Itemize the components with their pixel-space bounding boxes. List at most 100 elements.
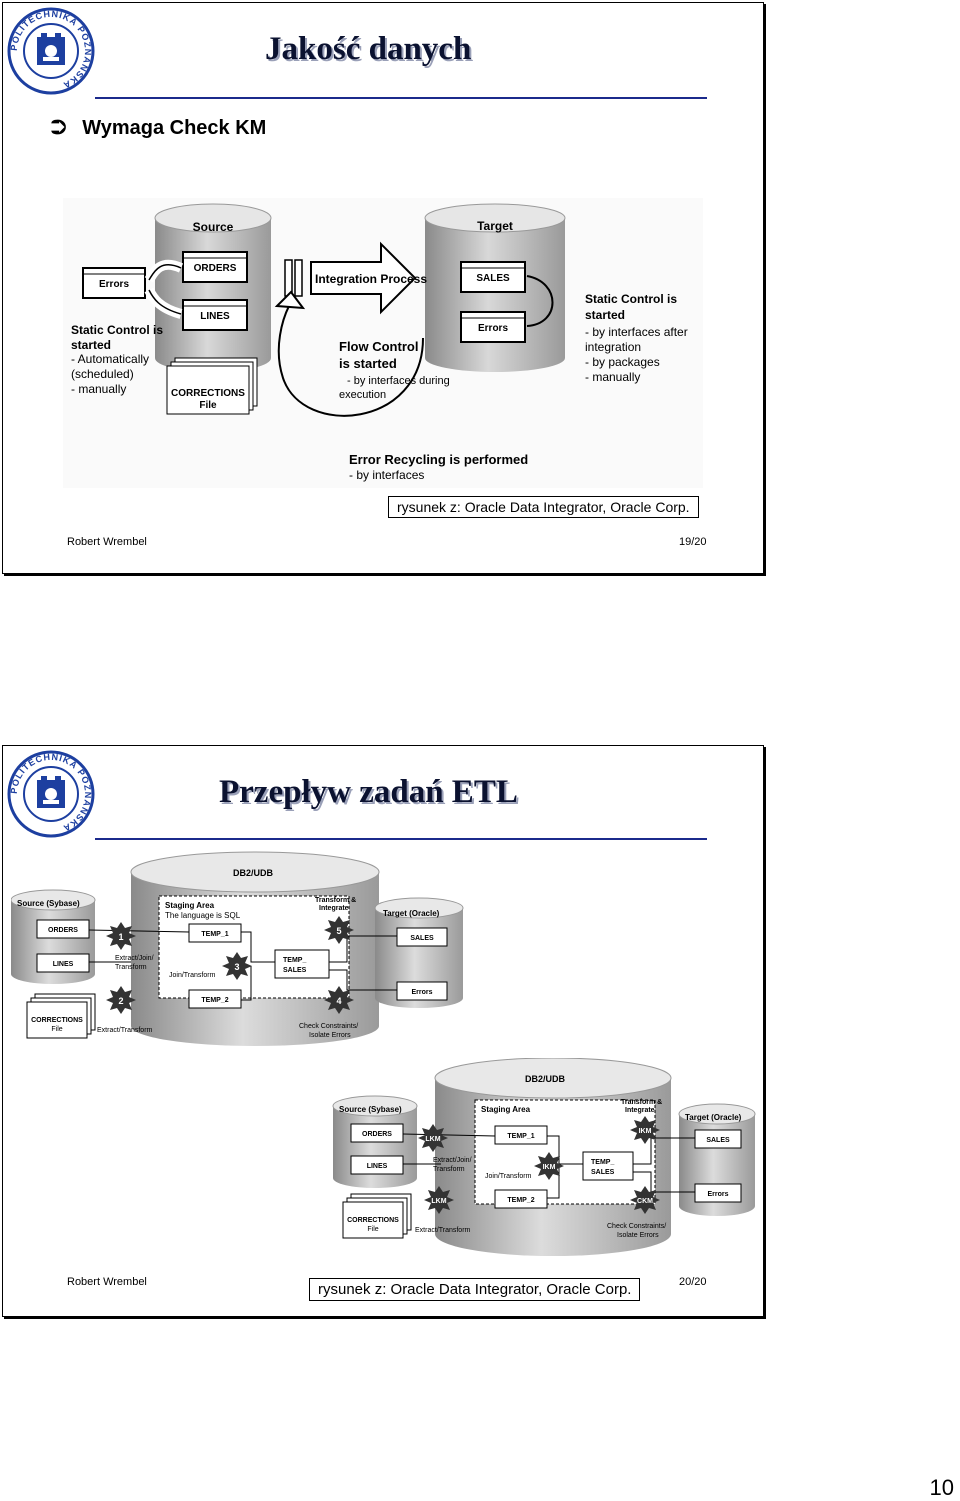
svg-text:DB2/UDB: DB2/UDB: [525, 1074, 566, 1084]
svg-text:TEMP_1: TEMP_1: [507, 1133, 534, 1140]
temp1-table: TEMP_1: [188, 923, 242, 943]
step-marker-4: 4: [324, 986, 354, 1014]
svg-text:LINES: LINES: [367, 1163, 388, 1170]
svg-text:Isolate Errors: Isolate Errors: [309, 1032, 351, 1039]
svg-text:File: File: [51, 1026, 62, 1033]
svg-text:IKM: IKM: [543, 1164, 556, 1171]
svg-text:IKM: IKM: [639, 1128, 652, 1135]
svg-text:LKM: LKM: [425, 1136, 440, 1143]
svg-text:- by interfaces during e: - by interfaces during execution: [339, 375, 453, 401]
svg-text:TEMP_2: TEMP_2: [507, 1197, 534, 1204]
svg-text:SALES: SALES: [476, 273, 510, 284]
svg-text:TEMP_1: TEMP_1: [201, 931, 228, 938]
errors-target-table: Errors: [460, 311, 526, 343]
sales-table: SALES: [694, 1129, 742, 1149]
svg-text:Transform: Transform: [433, 1166, 465, 1173]
svg-text:Extract/Transform: Extract/Transform: [415, 1227, 471, 1234]
ikm-marker-1: IKM: [534, 1152, 564, 1180]
svg-text:Target: Target: [477, 219, 513, 233]
step-marker-5: 5: [324, 916, 354, 944]
lines-table: LINES: [182, 299, 248, 331]
svg-text:Flow Control is started: Flow Control is started: [339, 339, 422, 371]
svg-text:SALES: SALES: [410, 935, 434, 942]
figure-caption: rysunek z: Oracle Data Integrator, Oracl…: [388, 496, 699, 518]
svg-text:ORDERS: ORDERS: [194, 263, 237, 274]
ikm-marker-2: IKM: [630, 1116, 660, 1144]
svg-text:- by interfaces after in: - by interfaces after integration - by p…: [585, 325, 691, 384]
check-km-diagram: Source Target ORDERS LINES Errors SALES: [63, 198, 703, 488]
bullet-item: ⮊ Wymaga Check KM: [51, 117, 266, 140]
svg-text:TEMP_: TEMP_: [591, 1159, 614, 1166]
svg-text:Source (Sybase): Source (Sybase): [339, 1105, 402, 1114]
footer-page-number: 19/20: [679, 536, 707, 548]
lkm-marker-1: LKM: [418, 1124, 448, 1152]
slide-19: POLITECHNIKA POZNAŃSKA Jakość danych ⮊Wy…: [2, 2, 764, 574]
errors-source-table: Errors: [82, 267, 146, 299]
svg-text:Check Constraints/: Check Constraints/: [607, 1223, 666, 1230]
svg-text:Join/Transform: Join/Transform: [169, 972, 216, 979]
svg-text:4: 4: [336, 996, 341, 1006]
svg-text:Extract/Transform: Extract/Transform: [97, 1027, 153, 1034]
svg-text:- by interfaces: - by interfaces: [349, 468, 424, 482]
ckm-marker: CKM: [630, 1186, 660, 1214]
figure-caption: rysunek z: Oracle Data Integrator, Oracl…: [309, 1278, 641, 1301]
svg-text:Extract/Join/: Extract/Join/: [433, 1157, 472, 1164]
svg-text:Transform &: Transform &: [315, 897, 356, 904]
svg-text:5: 5: [336, 926, 341, 936]
temp1-table: TEMP_1: [494, 1125, 548, 1145]
svg-text:Static Control is starte: Static Control is started: [585, 292, 680, 322]
svg-text:Check Constraints/: Check Constraints/: [299, 1023, 358, 1030]
svg-text:SALES: SALES: [283, 967, 307, 974]
temp2-table: TEMP_2: [188, 989, 242, 1009]
svg-text:Integrate: Integrate: [625, 1107, 655, 1114]
svg-text:DB2/UDB: DB2/UDB: [233, 868, 274, 878]
corrections-file-icon: CORRECTIONS File: [26, 993, 96, 1039]
step-marker-2: 2: [106, 986, 136, 1014]
lines-table: LINES: [36, 953, 90, 973]
svg-text:2: 2: [118, 996, 123, 1006]
svg-text:CORRECTIONS: CORRECTIONS: [171, 388, 245, 399]
svg-text:- Automatically (schedul: - Automatically (scheduled) - manually: [71, 352, 152, 396]
footer-author: Robert Wrembel: [67, 536, 147, 548]
svg-text:File: File: [367, 1226, 378, 1233]
sales-table: SALES: [396, 927, 448, 947]
svg-text:LKM: LKM: [431, 1198, 446, 1205]
svg-text:Source (Sybase): Source (Sybase): [17, 899, 80, 908]
svg-text:Isolate Errors: Isolate Errors: [617, 1232, 659, 1239]
document-page-number: 10: [929, 1475, 954, 1500]
slide-title: Jakość danych: [265, 31, 472, 67]
arrow-bullet-icon: ⮊: [51, 117, 67, 139]
svg-text:TEMP_: TEMP_: [283, 957, 306, 964]
bullet-text: Wymaga Check KM: [82, 117, 267, 139]
sales-table: SALES: [460, 261, 526, 293]
svg-text:Target (Oracle): Target (Oracle): [685, 1113, 742, 1122]
svg-text:Integrate: Integrate: [319, 905, 349, 912]
title-rule: [95, 97, 707, 99]
svg-text:3: 3: [234, 962, 239, 972]
svg-text:The language is SQL: The language is SQL: [165, 911, 241, 920]
slide-title: Przepływ zadań ETL: [219, 774, 518, 810]
etl-flow-diagram-steps: DB2/UDB Source (Sybase) Target (Oracle) …: [11, 851, 464, 1046]
slide-20: POLITECHNIKA POZNAŃSKA Przepływ zadań ET…: [2, 745, 764, 1317]
svg-text:Source: Source: [193, 220, 234, 234]
step-marker-3: 3: [222, 952, 252, 980]
orders-table: ORDERS: [36, 919, 90, 939]
corrections-file-icon: CORRECTIONS File: [166, 357, 258, 415]
svg-text:SALES: SALES: [591, 1169, 615, 1176]
temp-sales-table: TEMP_ SALES: [274, 949, 330, 979]
lines-table: LINES: [350, 1155, 404, 1175]
temp2-table: TEMP_2: [494, 1189, 548, 1209]
errors-table: Errors: [396, 981, 448, 1001]
svg-text:CKM: CKM: [637, 1198, 653, 1205]
corrections-file-icon: CORRECTIONS File: [342, 1193, 412, 1239]
orders-table: ORDERS: [182, 251, 248, 283]
svg-text:CORRECTIONS: CORRECTIONS: [31, 1017, 83, 1024]
svg-text:Integration Process: Integration Process: [315, 272, 427, 286]
svg-text:SALES: SALES: [706, 1137, 730, 1144]
source-cylinder: Source: [154, 203, 272, 372]
svg-text:Errors: Errors: [478, 323, 508, 334]
svg-text:Join/Transform: Join/Transform: [485, 1173, 532, 1180]
svg-text:Errors: Errors: [411, 989, 432, 996]
svg-text:LINES: LINES: [200, 311, 230, 322]
svg-text:Staging Area: Staging Area: [165, 901, 215, 910]
